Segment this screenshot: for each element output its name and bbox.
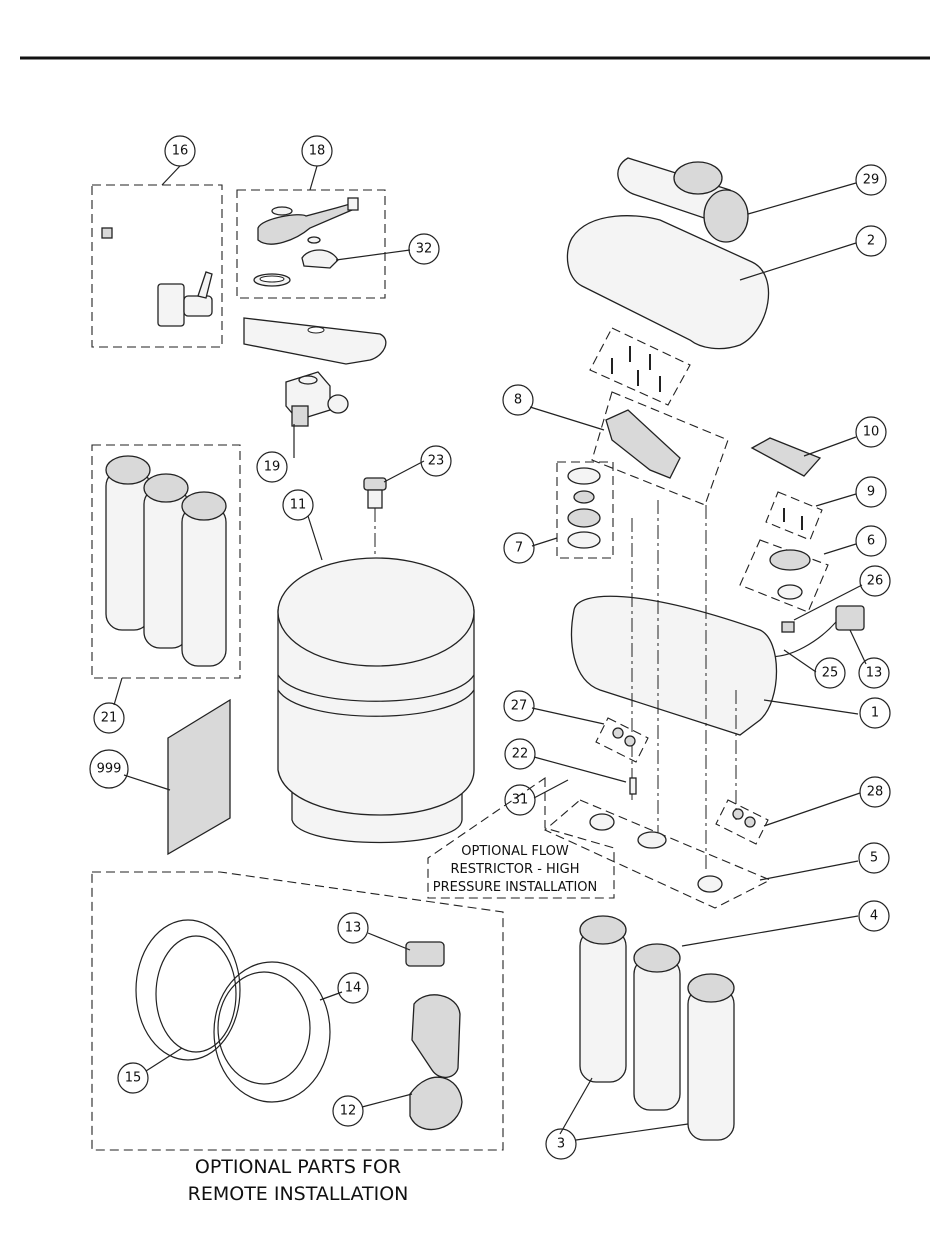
svg-text:13: 13 [345,921,362,936]
nuts-group-box-left [596,718,648,762]
callout-26: 26 [860,566,890,596]
svg-text:PRESSURE INSTALLATION: PRESSURE INSTALLATION [433,880,598,895]
callout-5: 5 [859,843,889,873]
faucet-part [102,205,212,326]
storage-tank-part [278,558,474,843]
svg-text:23: 23 [428,454,445,469]
svg-text:26: 26 [867,574,884,589]
svg-text:16: 16 [172,144,189,159]
svg-text:27: 27 [511,699,528,714]
screws-part [612,346,660,392]
svg-text:15: 15 [125,1071,142,1086]
svg-text:22: 22 [512,747,529,762]
callout-25: 25 [815,658,845,688]
flow-restrictor-note: OPTIONAL FLOW RESTRICTOR - HIGH PRESSURE… [433,844,598,895]
svg-text:25: 25 [822,666,839,681]
callout-9: 9 [856,477,886,507]
clip-part [410,995,462,1130]
svg-text:18: 18 [309,144,326,159]
svg-text:OPTIONAL PARTS FOR: OPTIONAL PARTS FOR [195,1156,401,1178]
svg-text:10: 10 [863,425,880,440]
short-screws-group-box [766,492,822,540]
svg-text:32: 32 [416,242,433,257]
callout-19: 19 [257,452,287,482]
callout-28: 28 [860,777,890,807]
callout-11: 11 [283,490,313,520]
callout-10: 10 [856,417,886,447]
svg-text:13: 13 [866,666,883,681]
svg-text:19: 19 [264,460,281,475]
faucet-group-box [92,185,222,347]
svg-text:12: 12 [340,1104,357,1119]
supply-valve-part [286,372,348,426]
screws-group-box [590,328,690,405]
svg-text:5: 5 [870,851,878,866]
callout-31: 31 [505,785,535,815]
svg-text:4: 4 [870,909,878,924]
remote-installation-caption: OPTIONAL PARTS FOR REMOTE INSTALLATION [188,1156,409,1205]
tubing-part [136,920,330,1102]
svg-text:21: 21 [101,711,118,726]
svg-text:9: 9 [867,485,875,500]
seal-kit-part [568,468,600,548]
callout-4: 4 [859,901,889,931]
callout-999: 999 [90,750,128,788]
callout-7: 7 [504,533,534,563]
callout-27: 27 [504,691,534,721]
callout-13-top: 13 [859,658,889,688]
svg-text:29: 29 [863,173,880,188]
svg-text:8: 8 [514,393,522,408]
callout-13-bottom: 13 [338,913,368,943]
svg-text:11: 11 [290,498,307,513]
main-housing-part [572,596,777,735]
callout-32: 32 [409,234,439,264]
callout-16: 16 [165,136,195,166]
connector-part [782,622,794,632]
callout-2: 2 [856,226,886,256]
short-screws-part [784,508,802,530]
wire-harness-part [766,622,836,657]
callout-29: 29 [856,165,886,195]
callout-22: 22 [505,739,535,769]
sensor-part [770,550,810,599]
flow-restrictor-part [630,778,636,794]
callout-12: 12 [333,1096,363,1126]
callout-14: 14 [338,973,368,1003]
svg-text:31: 31 [512,793,529,808]
callout-8: 8 [503,385,533,415]
replacement-filters-part [580,916,734,1140]
filter-set-part [106,456,226,666]
faucet-base-plate [244,318,386,364]
svg-text:6: 6 [867,534,875,549]
svg-text:999: 999 [97,762,122,777]
manifold-part [606,410,680,478]
svg-text:3: 3 [557,1137,565,1152]
callout-15: 15 [118,1063,148,1093]
svg-text:REMOTE INSTALLATION: REMOTE INSTALLATION [188,1183,409,1205]
remote-plug-part [406,942,444,966]
svg-text:14: 14 [345,981,362,996]
base-fittings-part [590,814,722,892]
nuts-group-box-right [716,800,768,844]
svg-text:7: 7 [515,541,523,556]
callout-3: 3 [546,1129,576,1159]
air-gap-part [254,198,358,286]
wire-plug-part [836,606,864,630]
circuit-board-part [752,438,820,476]
svg-text:2: 2 [867,234,875,249]
svg-text:28: 28 [867,785,884,800]
callout-6: 6 [856,526,886,556]
svg-text:OPTIONAL FLOW: OPTIONAL FLOW [461,844,569,859]
callout-18: 18 [302,136,332,166]
callout-23: 23 [421,446,451,476]
svg-text:1: 1 [871,706,879,721]
callout-21: 21 [94,703,124,733]
callout-1: 1 [860,698,890,728]
manual-booklet-part [168,700,230,854]
svg-text:RESTRICTOR - HIGH: RESTRICTOR - HIGH [450,862,579,877]
